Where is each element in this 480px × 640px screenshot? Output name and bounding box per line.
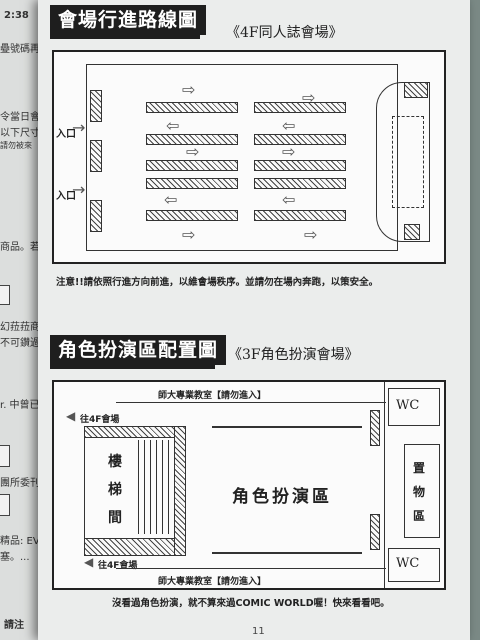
section1-note: 注意!!請依照行進方向前進，以維會場秩序。並請勿在場內奔跑，以策安全。 xyxy=(56,277,379,288)
to-4f-label-bottom: 往4F會場 xyxy=(98,561,138,571)
facing-page-box xyxy=(0,445,10,467)
3f-floor-plan: 師大專業教室【請勿進入】 往4F會場 ◀ 樓梯間 往4F會場 ◀ 角色扮演區 W… xyxy=(52,380,446,590)
wall-segment xyxy=(370,514,380,550)
4f-inner-wall xyxy=(86,64,398,251)
booth-row xyxy=(254,160,346,171)
stairwell-side xyxy=(174,426,186,556)
stage-step xyxy=(404,82,428,98)
bench-line xyxy=(212,426,362,428)
flow-arrow: ⇨ xyxy=(182,80,196,99)
entrance-arrow-upper: → xyxy=(72,118,86,137)
entrance-label-lower: 入口 xyxy=(56,191,76,202)
wall-pillar xyxy=(90,90,102,122)
entrance-arrow-lower: → xyxy=(72,180,86,199)
entrance-label-upper: 入口 xyxy=(56,129,76,140)
section2-title-rule xyxy=(50,365,215,369)
facing-page-line: 幻菈菈商 xyxy=(0,322,40,333)
to-4f-arrow-bottom: ◀ xyxy=(84,555,94,569)
flow-arrow: ⇨ xyxy=(182,225,196,244)
wc-room-top xyxy=(388,388,440,426)
facing-page-footer: 請注 xyxy=(4,620,24,631)
section2-venue: 《3F角色扮演會場》 xyxy=(228,347,359,363)
wall-pillar xyxy=(90,200,102,232)
booklet-page: 會場行進路線圖 《4F同人誌會場》 入口 → 入口 → ⇨ ⇨ ⇦ ⇦ ⇨ ⇨ … xyxy=(38,0,470,640)
facing-page-line: 精品: EV xyxy=(0,536,40,547)
booth-row xyxy=(146,134,238,145)
section1-title-rule xyxy=(50,35,200,39)
facing-page-line: 塞。... xyxy=(0,552,30,563)
wall-segment xyxy=(370,410,380,446)
facing-page-header: 2:38 xyxy=(4,10,29,21)
flow-arrow: ⇨ xyxy=(186,142,200,161)
to-4f-label-top: 往4F會場 xyxy=(80,415,120,425)
flow-arrow: ⇦ xyxy=(282,116,296,135)
wc-label-top: WC xyxy=(396,398,420,413)
classroom-label-top: 師大專業教室【請勿進入】 xyxy=(158,391,267,401)
stairwell-label: 樓梯間 xyxy=(108,454,122,526)
4f-floor-plan: 入口 → 入口 → ⇨ ⇨ ⇦ ⇦ ⇨ ⇨ ⇦ ⇦ ⇨ ⇨ xyxy=(52,50,446,264)
facing-page-line: 商品。若 xyxy=(0,242,40,253)
booth-row xyxy=(146,160,238,171)
section2-note: 沒看過角色扮演，就不算來過COMIC WORLD喔！快來看看吧。 xyxy=(112,598,390,609)
classroom-label-bottom: 師大專業教室【請勿進入】 xyxy=(158,577,267,587)
flow-arrow: ⇨ xyxy=(304,225,318,244)
facing-page-box xyxy=(0,494,10,516)
facing-page-line: 以下尺寸 xyxy=(0,128,40,139)
booth-row xyxy=(146,178,238,189)
wc-room-bottom xyxy=(388,548,440,582)
section2-title: 角色扮演區配置圖 xyxy=(50,335,227,365)
facing-page-box xyxy=(0,285,10,305)
facing-page-line: r. 中曾已 xyxy=(0,400,40,411)
flow-arrow: ⇦ xyxy=(282,190,296,209)
facing-page-line: 令當日會 xyxy=(0,112,40,123)
top-corridor-line xyxy=(116,402,386,403)
right-wall xyxy=(384,382,385,588)
wc-label-bottom: WC xyxy=(396,556,420,571)
facing-page: 2:38 疉號碼再 令當日會 以下尺寸 請勿被來 商品。若 幻菈菈商 不可鑽過 … xyxy=(0,0,44,640)
booth-row xyxy=(146,210,238,221)
stage-inner xyxy=(392,116,424,208)
flow-arrow: ⇨ xyxy=(302,88,316,107)
booth-row xyxy=(254,210,346,221)
storage-label: 置物區 xyxy=(413,461,426,523)
bench-line xyxy=(212,552,362,554)
facing-page-line: 請勿被來 xyxy=(0,141,32,150)
stairwell-landing xyxy=(84,538,186,556)
section1-title: 會場行進路線圖 xyxy=(50,5,207,35)
flow-arrow: ⇦ xyxy=(164,190,178,209)
to-4f-arrow-top: ◀ xyxy=(66,409,76,423)
stage-area xyxy=(376,82,430,242)
facing-page-line: 不可鑽過 xyxy=(0,338,40,349)
stage-step xyxy=(404,224,420,240)
cosplay-area-label: 角色扮演區 xyxy=(232,487,332,507)
facing-page-line: 疉號碼再 xyxy=(0,44,40,55)
section1-venue: 《4F同人誌會場》 xyxy=(226,25,343,41)
wall-pillar xyxy=(90,140,102,172)
page-number: 11 xyxy=(252,626,265,637)
booth-row xyxy=(254,102,346,113)
flow-arrow: ⇦ xyxy=(166,116,180,135)
booth-row xyxy=(146,102,238,113)
stair-treads xyxy=(138,440,172,534)
facing-page-line: 團所委刊 xyxy=(0,478,40,489)
flow-arrow: ⇨ xyxy=(282,142,296,161)
booth-row xyxy=(254,178,346,189)
bottom-corridor-line xyxy=(116,568,386,569)
booth-row xyxy=(254,134,346,145)
stairwell-landing xyxy=(84,426,186,438)
storage-room xyxy=(404,444,440,538)
